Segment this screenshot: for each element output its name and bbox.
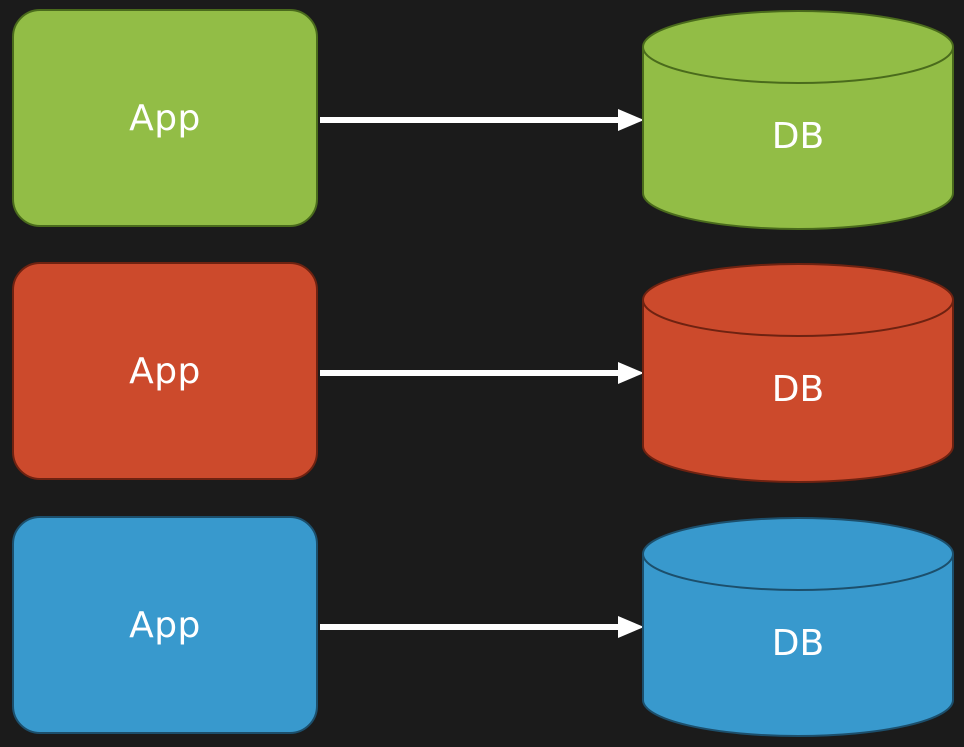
app-box-blue: App xyxy=(12,516,318,734)
app-label: App xyxy=(129,97,201,139)
app-box-green: App xyxy=(12,9,318,227)
db-label: DB xyxy=(771,623,825,664)
db-label: DB xyxy=(771,369,825,410)
app-label: App xyxy=(129,604,201,646)
db-label: DB xyxy=(771,116,825,157)
app-label: App xyxy=(129,350,201,392)
app-db-row-blue: App DB xyxy=(0,516,964,738)
database-cylinder-icon-blue xyxy=(642,517,954,737)
database-cylinder-icon-red xyxy=(642,263,954,483)
app-box-red: App xyxy=(12,262,318,480)
arrow-right-icon xyxy=(320,616,644,638)
app-db-row-red: App DB xyxy=(0,262,964,484)
database-cylinder-icon-green xyxy=(642,10,954,230)
app-db-row-green: App DB xyxy=(0,9,964,231)
arrow-right-icon xyxy=(320,109,644,131)
arrow-right-icon xyxy=(320,362,644,384)
